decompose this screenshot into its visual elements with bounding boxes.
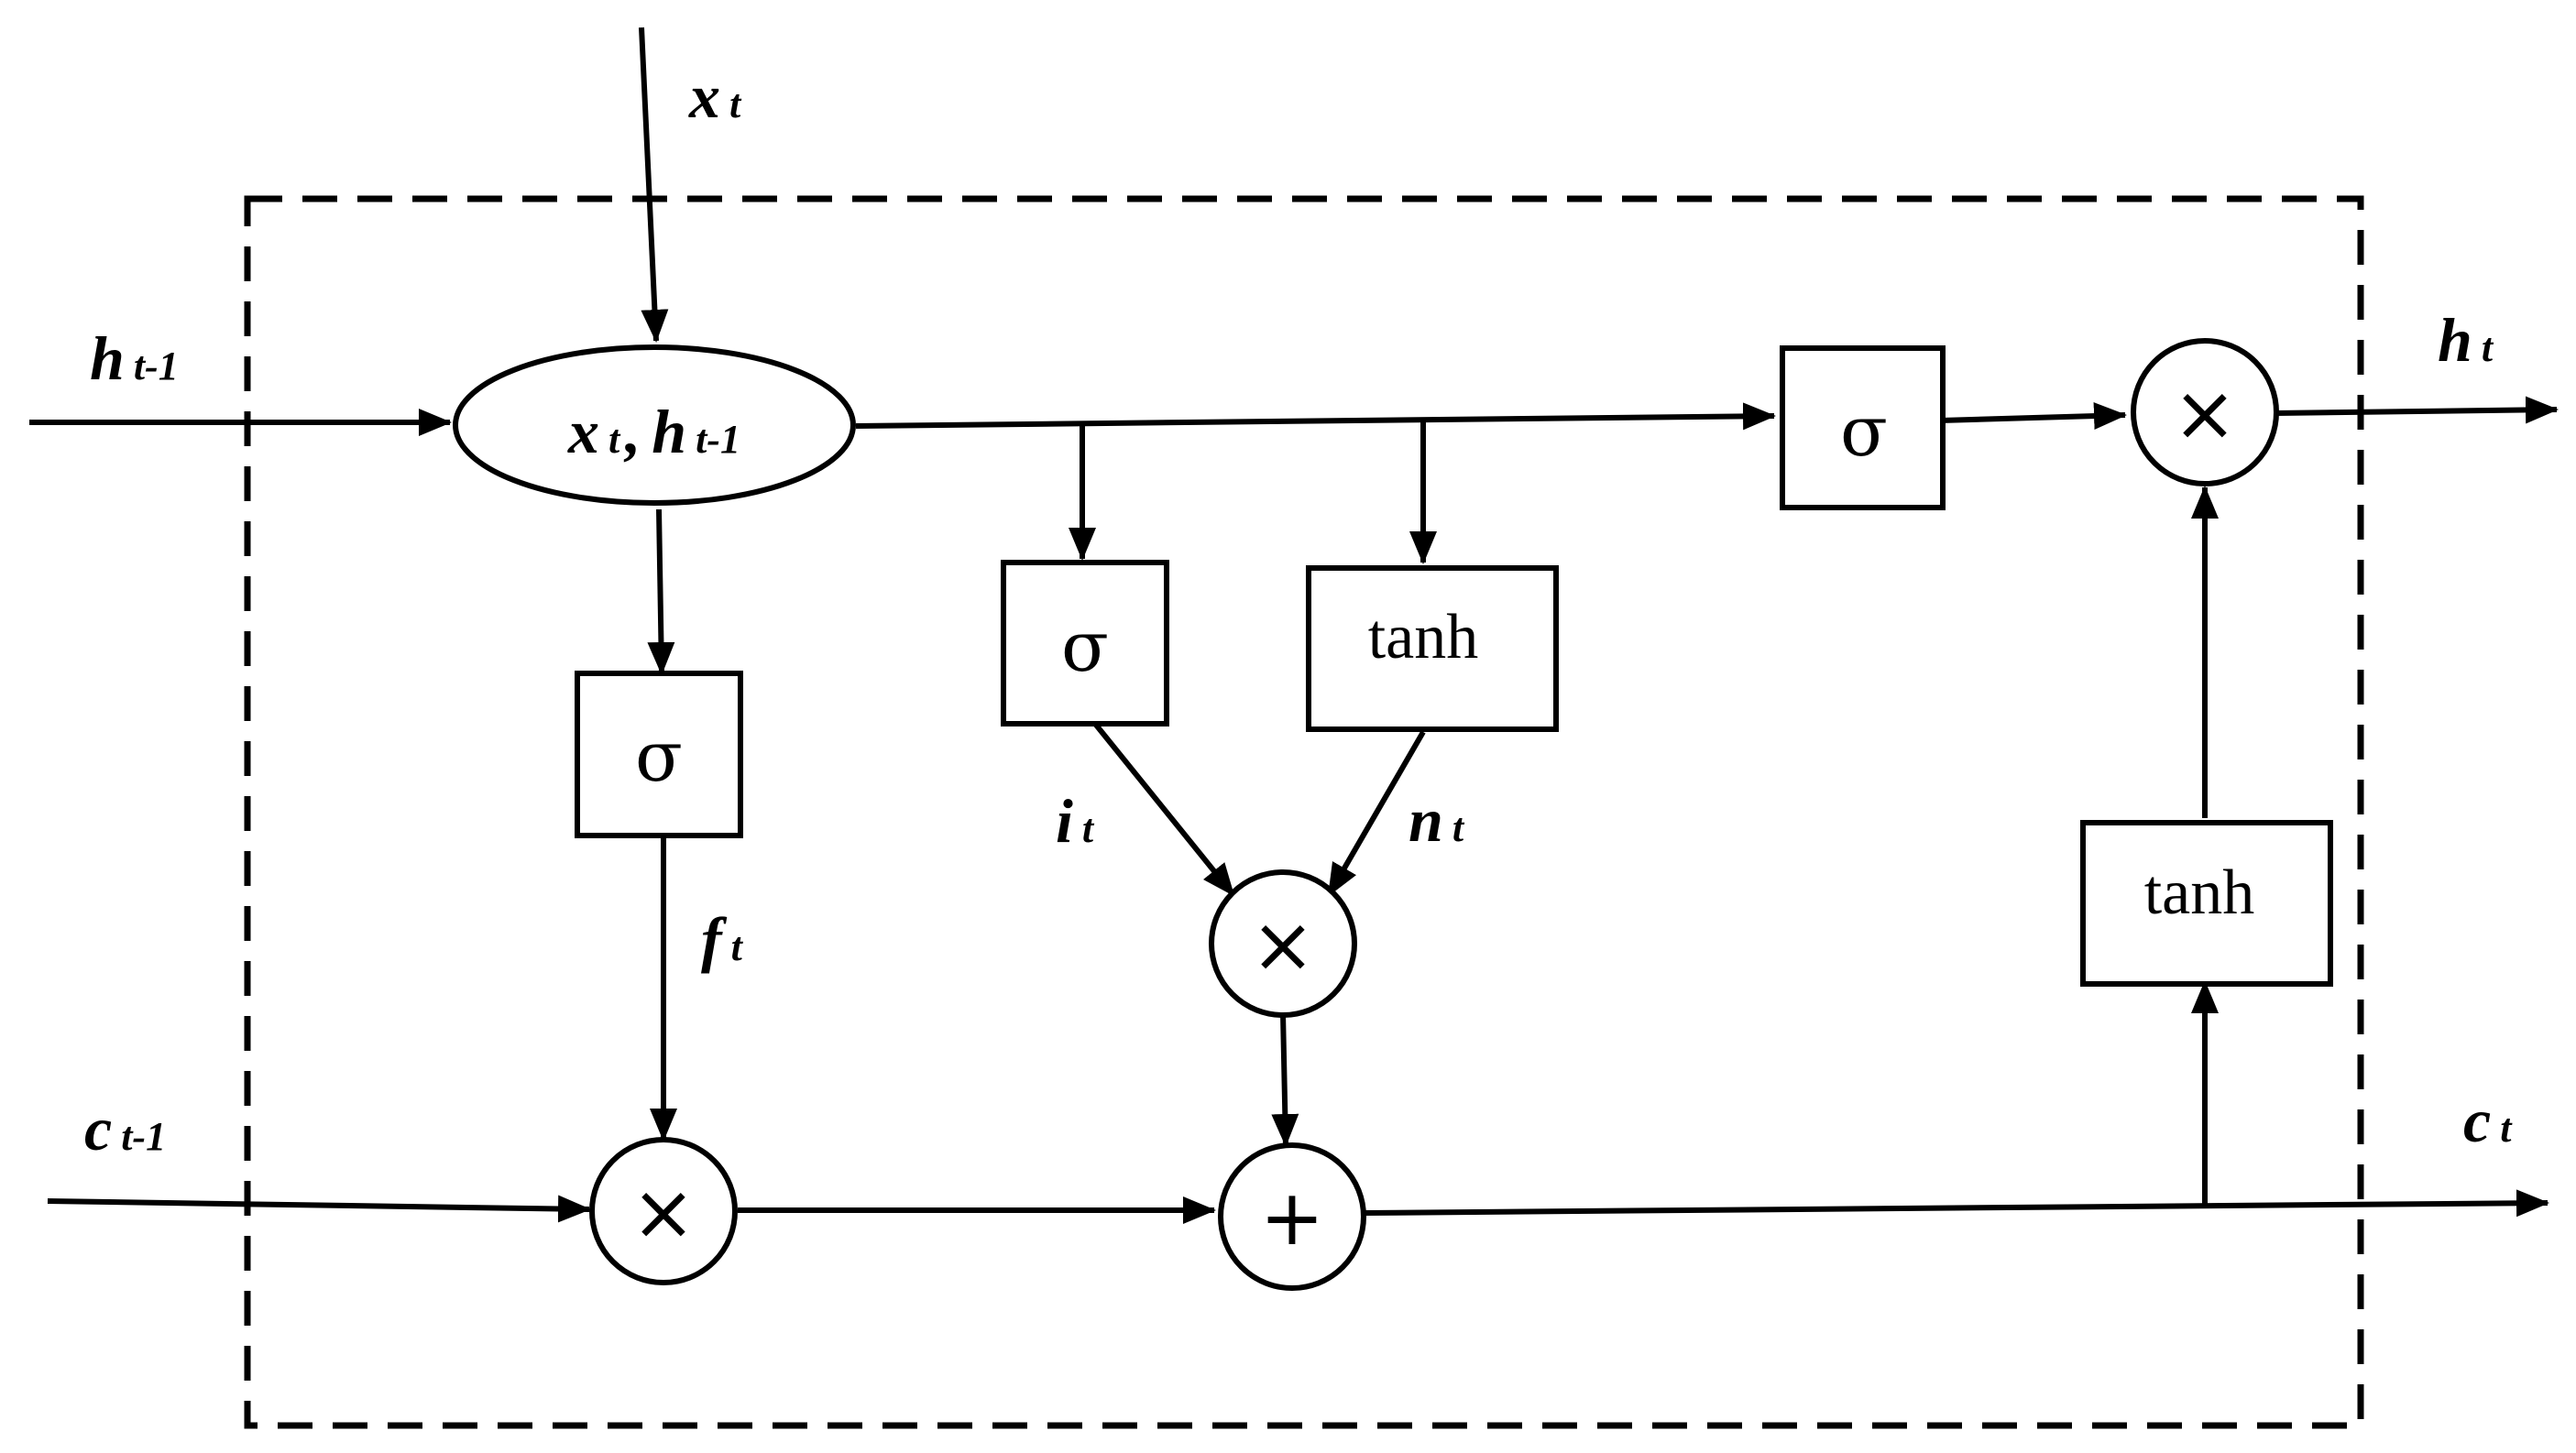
forget-multiply-operator: × <box>589 1137 738 1285</box>
multiply-icon: × <box>1251 900 1315 989</box>
candidate-gate-box <box>1306 565 1559 732</box>
add-operator: + <box>1218 1142 1366 1291</box>
output-gate: σ <box>1780 345 1946 510</box>
candidate-to-multiply-arrow <box>1326 730 1426 897</box>
input-gate-box <box>1001 560 1169 726</box>
plus-icon: + <box>1260 1173 1324 1262</box>
cell-tanh: tanh <box>2080 820 2333 987</box>
multiply-icon: × <box>631 1167 696 1257</box>
h-output-arrow <box>2275 396 2559 424</box>
candidate-gate-tanh: tanh <box>1368 602 1479 672</box>
cell-tanh-label: tanh <box>2144 858 2255 928</box>
output-gate-box <box>1780 345 1946 510</box>
multiply-icon: × <box>2173 368 2237 458</box>
input-gate-sigma: σ <box>1061 606 1109 687</box>
input-multiply-to-add-arrow <box>1271 1012 1299 1147</box>
candidate-gate: tanh <box>1306 565 1559 732</box>
connections <box>29 27 2559 1224</box>
add-circle <box>1218 1142 1366 1291</box>
input-multiply-operator: × <box>1209 869 1357 1018</box>
main-bus-line <box>855 402 1776 431</box>
c-prev-input-arrow <box>47 1195 591 1223</box>
input-gate: σ <box>1001 560 1169 726</box>
cell-tanh-box <box>2080 820 2333 987</box>
output-gate-sigma: σ <box>1840 390 1888 472</box>
concat-ellipse <box>453 344 856 506</box>
output-multiply-operator: × <box>2131 338 2279 486</box>
cell-boundary <box>244 195 2364 1429</box>
c-output-arrow <box>1365 1189 2549 1218</box>
forget-multiply-circle <box>589 1137 738 1285</box>
concat-to-forget-gate-arrow <box>647 508 675 675</box>
x-input-arrow <box>639 27 669 343</box>
forget-gate-box <box>575 671 743 838</box>
input-multiply-circle <box>1209 869 1357 1018</box>
forget-gate-sigma: σ <box>635 716 683 797</box>
output-gate-to-multiply-arrow <box>1939 402 2127 431</box>
output-multiply-circle <box>2131 338 2279 486</box>
forget-gate: σ <box>575 671 743 838</box>
input-gate-to-multiply-arrow <box>1092 722 1236 897</box>
